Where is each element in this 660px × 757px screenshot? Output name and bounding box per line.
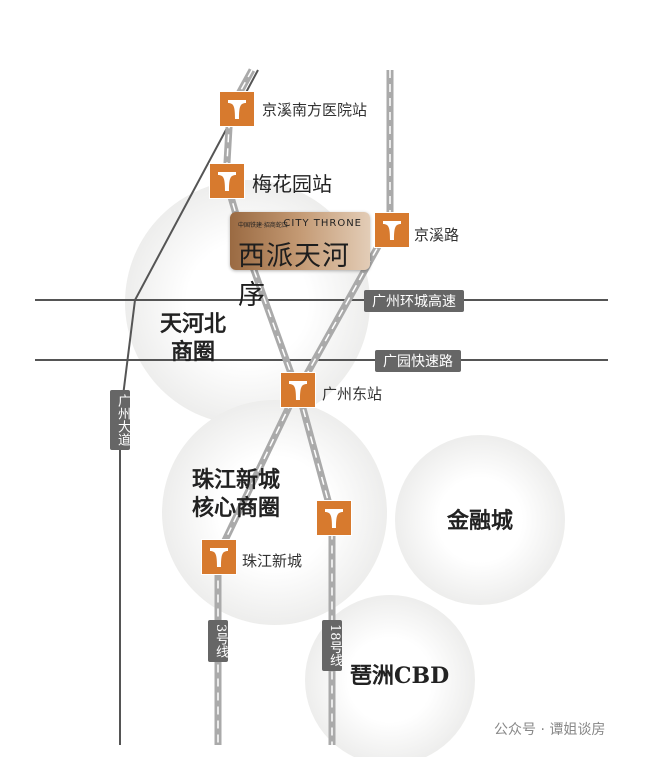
area-label-tianhebei: 天河北 商圈 <box>160 311 227 365</box>
line-3-label: 3号线 <box>208 620 228 663</box>
metro-station-icon[interactable] <box>374 212 410 248</box>
station-label: 梅花园站 <box>252 172 332 196</box>
watermark: 公众号 · 谭姐谈房 <box>494 722 606 738</box>
ring-expressway-label: 广州环城高速 <box>364 290 464 312</box>
area-label-pazhou: 琶洲CBD <box>350 663 450 689</box>
station-label: 京溪路 <box>414 226 460 244</box>
metro-station-icon[interactable] <box>201 539 237 575</box>
station-label: 京溪南方医院站 <box>262 101 368 119</box>
line-18-label: 18号线 <box>322 620 342 671</box>
metro-station-icon[interactable] <box>209 163 245 199</box>
metro-station-icon[interactable] <box>280 372 316 408</box>
metro-station-icon[interactable] <box>219 91 255 127</box>
guangzhou-dadao-label: 广州大道 <box>110 390 130 450</box>
area-circle-jinrong <box>395 435 565 605</box>
guangyuan-expressway-label: 广园快速路 <box>375 350 461 372</box>
area-label-jinrong: 金融城 <box>447 508 514 534</box>
area-label-zhujiang: 珠江新城 核心商圈 <box>192 467 281 521</box>
project-logo[interactable]: 中国铁建·招商蛇口 CITY THRONE 西派天河序 <box>230 212 370 311</box>
station-label: 珠江新城 <box>242 552 303 570</box>
station-label: 广州东站 <box>322 385 383 403</box>
guangzhou-dadao-line <box>119 69 259 745</box>
metro-station-icon[interactable] <box>316 500 352 536</box>
